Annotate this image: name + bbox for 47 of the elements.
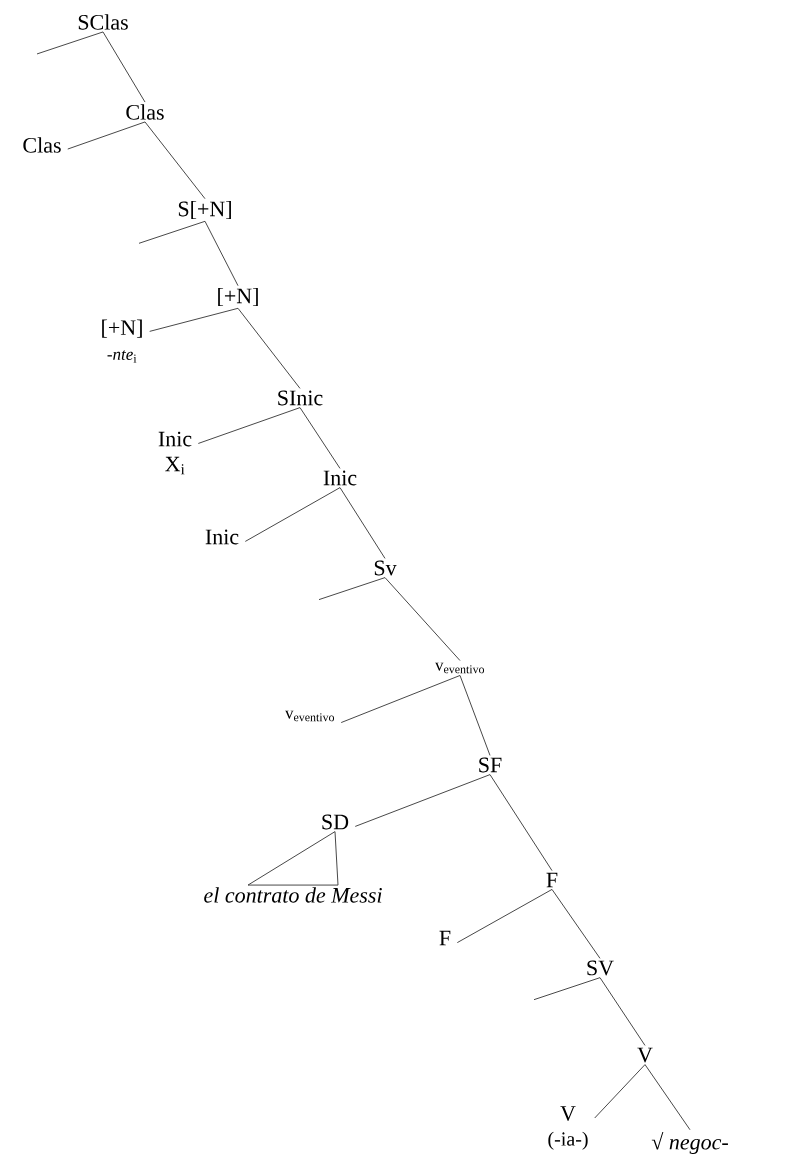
tree-label: V xyxy=(637,1047,653,1063)
tree-label: SInic xyxy=(278,390,323,406)
tree-label: [+N] -nte$_{i}$ xyxy=(102,319,142,363)
branch-line xyxy=(149,307,239,332)
tree-label: V (-ia-) xyxy=(548,1106,588,1150)
branch-line xyxy=(144,121,206,200)
tree-label: Clas xyxy=(126,104,164,120)
branch-line xyxy=(318,577,386,601)
branch-line xyxy=(384,577,461,661)
branch-line xyxy=(102,31,146,103)
branch-line xyxy=(599,977,646,1046)
tree-label: SF xyxy=(479,757,502,773)
branch-line xyxy=(533,977,601,1001)
tree-label: v$_{eventivo}$ xyxy=(435,662,485,674)
branch-line xyxy=(551,888,601,959)
tree-label: Clas xyxy=(23,137,61,153)
branch-line xyxy=(459,675,491,756)
branch-line xyxy=(354,774,491,827)
triangle-roof xyxy=(247,831,339,886)
tree-label: Inic X$_{i}$ xyxy=(158,431,192,475)
tree-label: SV xyxy=(587,960,614,976)
branch-line xyxy=(244,487,341,542)
tree-label: Inic xyxy=(205,529,239,545)
tree-label: Sv xyxy=(374,560,397,576)
branch-line xyxy=(204,220,239,287)
branch-line xyxy=(138,220,206,244)
tree-label: el contrato de Messi xyxy=(204,887,382,903)
tree-label: F xyxy=(439,930,451,946)
branch-line xyxy=(339,487,386,559)
branch-line xyxy=(67,121,146,150)
branch-line xyxy=(36,31,104,55)
tree-label: S[+N] xyxy=(178,200,231,220)
branch-line xyxy=(456,888,553,944)
tree-label: [+N] xyxy=(218,287,258,307)
branch-line xyxy=(299,407,341,469)
tree-label: SClas xyxy=(78,14,128,30)
branch-line xyxy=(340,675,461,723)
branch-line xyxy=(489,774,553,872)
tree-label: v$_{eventivo}$ xyxy=(285,710,335,722)
branch-line xyxy=(237,307,301,389)
tree-label: F xyxy=(546,872,558,888)
branch-line xyxy=(644,1064,691,1131)
tree-label: √ negoc- xyxy=(651,1131,728,1155)
branch-line xyxy=(594,1064,646,1119)
tree-label: Inic xyxy=(323,470,357,486)
branch-line xyxy=(197,407,301,444)
tree-label: SD xyxy=(322,814,349,830)
